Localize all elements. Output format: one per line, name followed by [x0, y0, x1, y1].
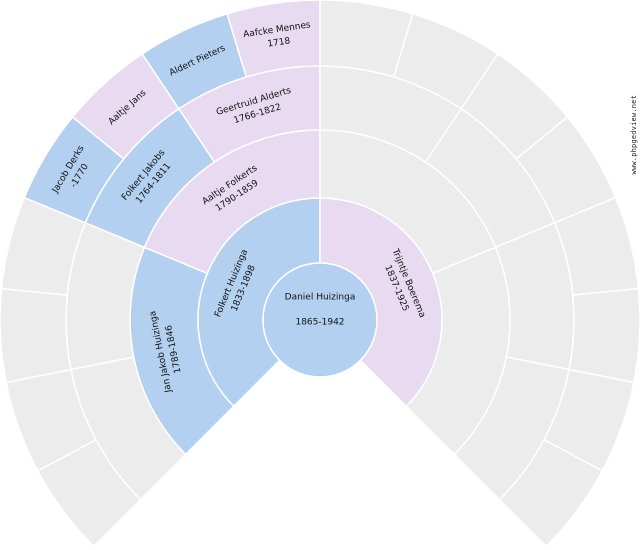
- ancestor-dates: 1718: [267, 36, 291, 49]
- empty-ancestor-segment: [498, 438, 604, 548]
- root-person-name: Daniel Huizinga: [285, 293, 356, 303]
- root-person-circle[interactable]: [262, 262, 378, 378]
- empty-ancestor-segment: [568, 287, 640, 384]
- root-person-dates: 1865-1942: [295, 318, 344, 328]
- empty-ancestor-segment: [0, 287, 72, 384]
- root-person[interactable]: Daniel Huizinga 1865-1942: [262, 262, 378, 378]
- watermark-text: www.phpgedview.net: [630, 95, 638, 175]
